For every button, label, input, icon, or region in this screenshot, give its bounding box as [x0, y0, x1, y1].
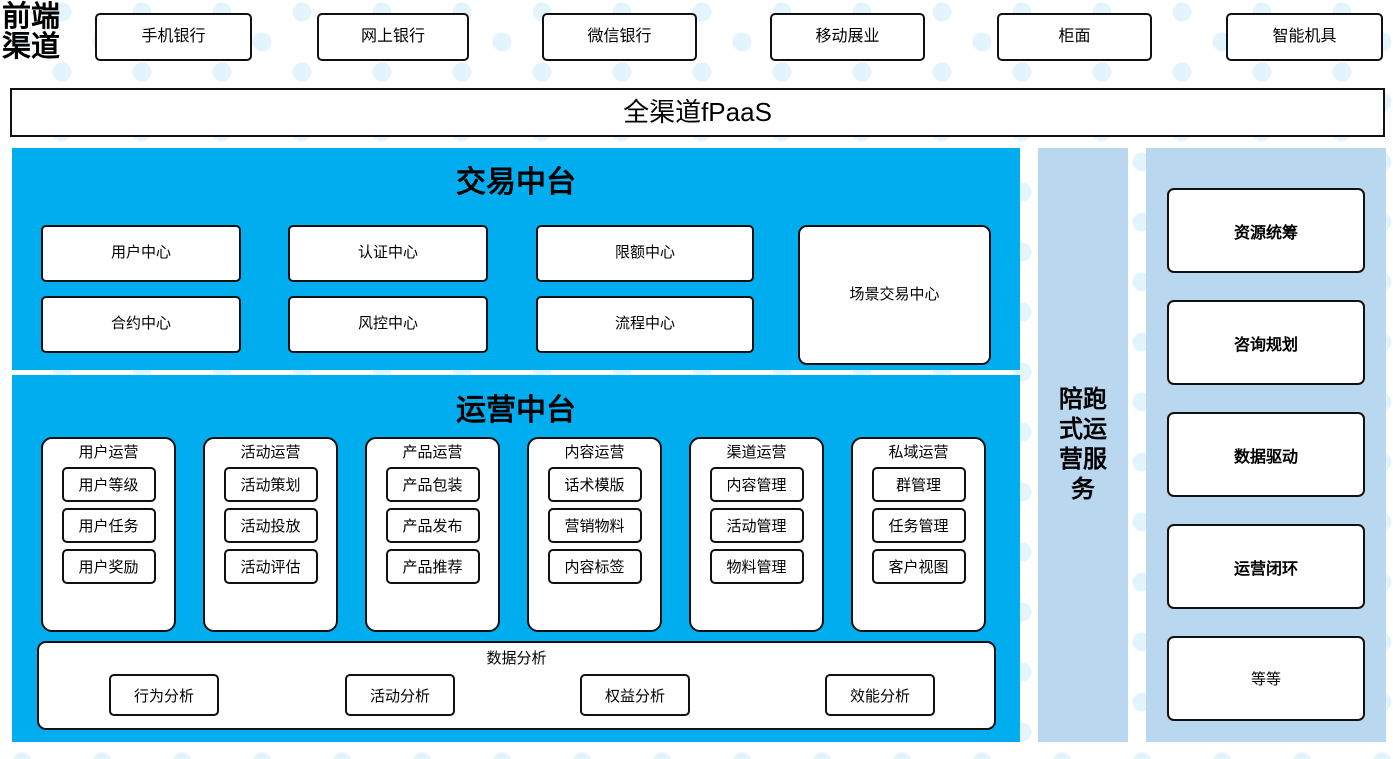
ops-group-user-operation[interactable]: 用户运营 用户等级 用户任务 用户奖励 [41, 437, 176, 632]
capability-card-operation-closed-loop[interactable]: 运营闭环 [1167, 524, 1365, 609]
trade-box-contract-center[interactable]: 合约中心 [41, 296, 241, 353]
ops-group-activity-operation[interactable]: 活动运营 活动策划 活动投放 活动评估 [203, 437, 338, 632]
data-analysis-panel: 数据分析 行为分析 活动分析 权益分析 效能分析 [37, 641, 996, 730]
trade-box-auth-center[interactable]: 认证中心 [288, 225, 488, 282]
ops-group-content-operation[interactable]: 内容运营 话术模版 营销物料 内容标签 [527, 437, 662, 632]
ops-group-product-operation[interactable]: 产品运营 产品包装 产品发布 产品推荐 [365, 437, 500, 632]
trade-box-limit-center[interactable]: 限额中心 [536, 225, 754, 282]
trade-box-scene-transaction-center[interactable]: 场景交易中心 [798, 225, 991, 365]
channel-button-online-bank[interactable]: 网上银行 [317, 13, 469, 61]
channel-button-smart-machine[interactable]: 智能机具 [1226, 13, 1383, 61]
ops-item[interactable]: 活动策划 [223, 467, 318, 502]
channel-button-mobile-bank[interactable]: 手机银行 [95, 13, 252, 61]
ops-item[interactable]: 任务管理 [871, 508, 966, 543]
data-analysis-title: 数据分析 [486, 650, 547, 667]
accompanying-operation-service-column: 陪跑式运营服务 [1038, 148, 1128, 742]
ops-item[interactable]: 物料管理 [709, 549, 804, 584]
data-analysis-item-behavior[interactable]: 行为分析 [109, 674, 219, 716]
trade-box-user-center[interactable]: 用户中心 [41, 225, 241, 282]
ops-group-title: 活动运营 [240, 444, 301, 461]
ops-group-title: 内容运营 [564, 444, 625, 461]
trade-box-risk-center[interactable]: 风控中心 [288, 296, 488, 353]
ops-group-title: 私域运营 [888, 444, 949, 461]
ops-item[interactable]: 内容管理 [709, 467, 804, 502]
ops-group-title: 渠道运营 [726, 444, 787, 461]
ops-group-title: 用户运营 [78, 444, 139, 461]
ops-item[interactable]: 用户任务 [61, 508, 156, 543]
data-analysis-item-benefit[interactable]: 权益分析 [580, 674, 690, 716]
data-analysis-item-activity[interactable]: 活动分析 [345, 674, 455, 716]
trade-platform-title: 交易中台 [456, 166, 576, 199]
capability-column: 资源统筹 咨询规划 数据驱动 运营闭环 等等 [1146, 148, 1386, 742]
channel-button-wechat-bank[interactable]: 微信银行 [542, 13, 697, 61]
ops-item[interactable]: 产品包装 [385, 467, 480, 502]
channel-button-mobile-business[interactable]: 移动展业 [770, 13, 925, 61]
fpaas-bar: 全渠道fPaaS [10, 88, 1385, 137]
ops-item[interactable]: 活动评估 [223, 549, 318, 584]
ops-platform-title: 运营中台 [456, 394, 576, 427]
ops-item[interactable]: 客户视图 [871, 549, 966, 584]
capability-card-data-driven[interactable]: 数据驱动 [1167, 412, 1365, 497]
data-analysis-item-efficiency[interactable]: 效能分析 [825, 674, 935, 716]
ops-item[interactable]: 活动投放 [223, 508, 318, 543]
ops-item[interactable]: 活动管理 [709, 508, 804, 543]
capability-card-etc[interactable]: 等等 [1167, 636, 1365, 721]
front-end-channel-label: 前端渠道 [2, 1, 61, 63]
trade-box-process-center[interactable]: 流程中心 [536, 296, 754, 353]
ops-item[interactable]: 用户等级 [61, 467, 156, 502]
service-column-label: 陪跑式运营服务 [1059, 386, 1107, 503]
ops-item[interactable]: 用户奖励 [61, 549, 156, 584]
ops-item[interactable]: 产品发布 [385, 508, 480, 543]
ops-group-private-domain-operation[interactable]: 私域运营 群管理 任务管理 客户视图 [851, 437, 986, 632]
ops-group-title: 产品运营 [402, 444, 463, 461]
ops-item[interactable]: 内容标签 [547, 549, 642, 584]
ops-item[interactable]: 产品推荐 [385, 549, 480, 584]
capability-card-consulting-planning[interactable]: 咨询规划 [1167, 300, 1365, 385]
ops-item[interactable]: 营销物料 [547, 508, 642, 543]
channel-button-counter[interactable]: 柜面 [997, 13, 1152, 61]
capability-card-resource-coordination[interactable]: 资源统筹 [1167, 188, 1365, 273]
ops-item[interactable]: 话术模版 [547, 467, 642, 502]
ops-item[interactable]: 群管理 [871, 467, 966, 502]
ops-group-channel-operation[interactable]: 渠道运营 内容管理 活动管理 物料管理 [689, 437, 824, 632]
